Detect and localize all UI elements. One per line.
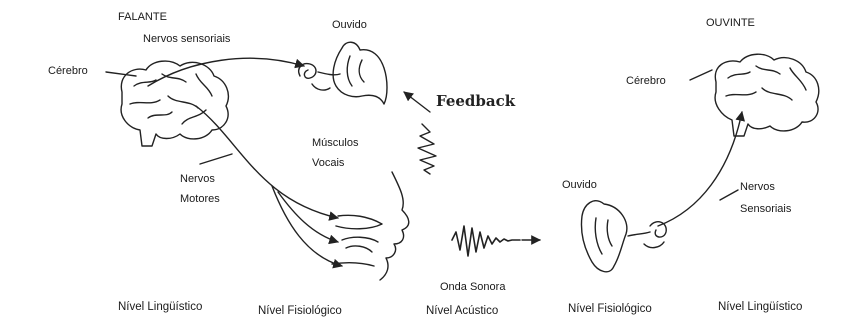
listener-nerves-label-line1: Nervos [740, 182, 775, 193]
feedback-wave [418, 124, 436, 174]
leader-line-listener-brain [690, 70, 712, 80]
speaker-ear-label: Ouvido [332, 20, 367, 31]
level-label-5: Nível Lingüístico [718, 302, 802, 314]
listener-nerve-arrow [658, 112, 742, 226]
speaker-title: FALANTE [118, 12, 167, 23]
listener-ear-label: Ouvido [562, 180, 597, 191]
motor-nerves-label-line1: Nervos [180, 174, 215, 185]
motor-nerves-label-line2: Motores [180, 194, 220, 205]
level-label-4: Nível Fisiológico [568, 304, 652, 316]
vocal-muscles-label-line2: Vocais [312, 158, 344, 169]
level-label-3: Nível Acústico [426, 306, 498, 318]
leader-line-brain [106, 72, 136, 76]
leader-line-listener-nerves [720, 190, 738, 200]
speaker-sensory-nerves-label: Nervos sensoriais [143, 34, 230, 45]
speaker-face-icon [332, 172, 409, 280]
listener-title: OUVINTE [706, 18, 755, 29]
level-label-1: Nível Lingüístico [118, 302, 202, 314]
sound-wave-label: Onda Sonora [440, 282, 505, 293]
listener-brain-label: Cérebro [626, 76, 666, 87]
listener-brain-icon [715, 54, 819, 136]
listener-ear-icon [581, 201, 666, 272]
feedback-label: Feedback [436, 94, 515, 109]
leader-line-motor-nerves [200, 154, 232, 164]
vocal-muscles-label-line1: Músculos [312, 138, 358, 149]
listener-nerves-label-line2: Sensoriais [740, 204, 791, 215]
sound-wave [452, 226, 520, 256]
feedback-arrow [404, 92, 430, 112]
level-label-2: Nível Fisiológico [258, 306, 342, 318]
speaker-brain-label: Cérebro [48, 66, 88, 77]
speaker-brain-icon [121, 61, 228, 146]
speaker-ear-icon [299, 42, 387, 104]
